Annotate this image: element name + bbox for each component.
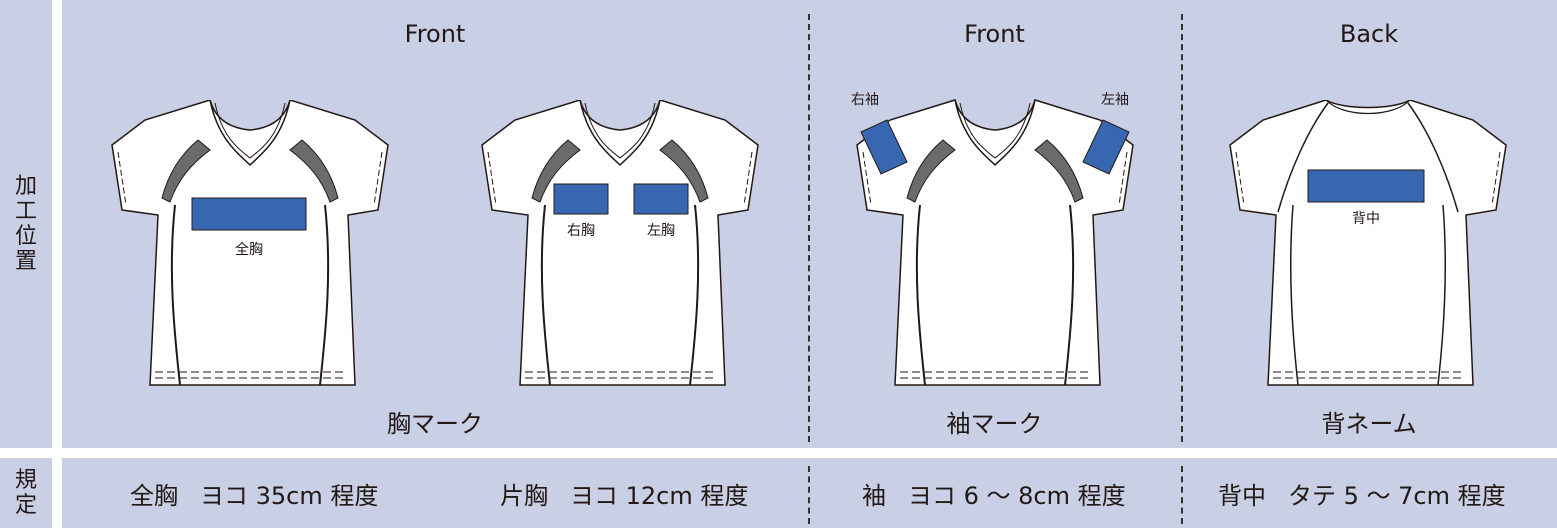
panel-heading: Back <box>1339 20 1399 48</box>
panel-caption: 袖マーク <box>946 410 1043 438</box>
spec-text: ヨコ 12cm 程度 <box>570 482 749 510</box>
shirt-front-full-chest: 全胸 <box>111 100 389 386</box>
side-label-char: 規 <box>14 468 37 493</box>
print-area-right-chest <box>553 183 609 215</box>
panel-caption: 背ネーム <box>1321 410 1417 438</box>
side-label-char: 定 <box>14 493 37 518</box>
spec-text: タテ 5 ～ 7cm 程度 <box>1288 482 1506 510</box>
divider <box>1181 14 1183 442</box>
label-back-center: 背中 <box>1352 211 1380 227</box>
side-label-spec: 規 定 <box>0 458 52 528</box>
print-area-left-sleeve <box>1082 119 1130 175</box>
shirt-back: 背中 <box>1229 100 1507 386</box>
divider <box>1181 466 1183 524</box>
side-label-position: 加 工 位 置 <box>0 0 52 448</box>
spec-back: 背中タテ 5 ～ 7cm 程度 <box>1218 476 1506 511</box>
spec-sleeve: 袖ヨコ 6 ～ 8cm 程度 <box>862 476 1126 511</box>
spec-text: ヨコ 6 ～ 8cm 程度 <box>908 482 1126 510</box>
print-area-right-sleeve <box>860 119 908 175</box>
panel-heading: Front <box>964 20 1025 48</box>
spec-part: 片胸 <box>500 482 548 510</box>
print-area-full-chest <box>191 197 307 231</box>
shirt-front-sleeves: 右袖 左袖 <box>851 92 1134 386</box>
label-right-chest: 右胸 <box>567 223 595 239</box>
label-left-chest: 左胸 <box>647 223 675 239</box>
spec-part: 全胸 <box>130 482 178 510</box>
label-left-sleeve: 左袖 <box>1101 92 1129 108</box>
spec-part: 背中 <box>1218 482 1266 510</box>
divider <box>808 14 810 442</box>
panel-heading: Front <box>404 20 466 48</box>
print-area-back-center <box>1307 169 1425 203</box>
side-label-char: 加 <box>14 174 37 199</box>
print-area-left-chest <box>633 183 689 215</box>
side-label-char: 置 <box>14 249 37 274</box>
side-label-char: 位 <box>14 224 37 249</box>
panel-caption: 胸マーク <box>387 410 483 438</box>
shirt-front-one-chest: 右胸 左胸 <box>481 100 759 386</box>
spec-part: 袖 <box>862 482 886 510</box>
label-right-sleeve: 右袖 <box>851 92 879 108</box>
spec-text: ヨコ 35cm 程度 <box>200 482 379 510</box>
spec-full-chest: 全胸ヨコ 35cm 程度 <box>130 476 378 511</box>
side-label-char: 工 <box>14 199 37 224</box>
spec-one-chest: 片胸ヨコ 12cm 程度 <box>500 476 748 511</box>
divider <box>808 466 810 524</box>
label-full-chest: 全胸 <box>235 241 263 258</box>
